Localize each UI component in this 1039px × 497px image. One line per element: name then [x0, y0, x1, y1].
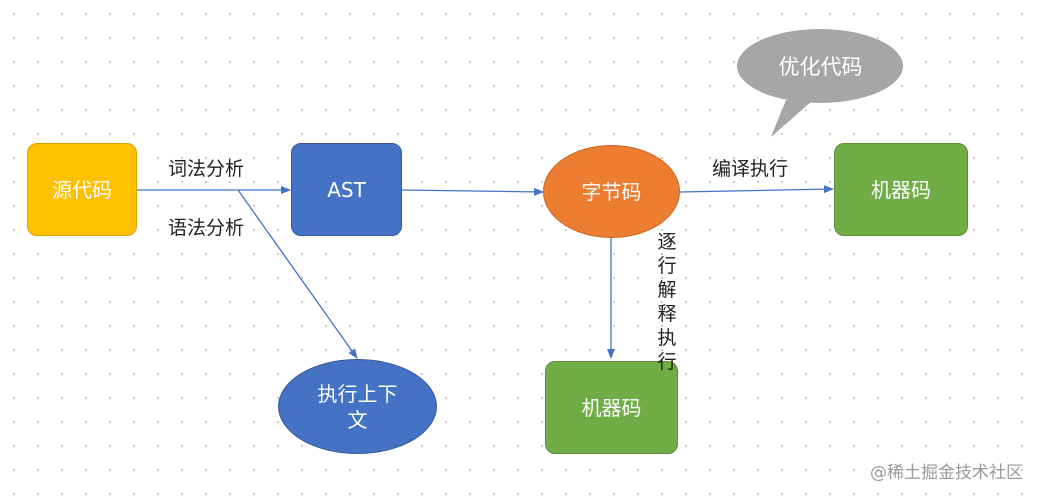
callout-optimize-code: 优化代码	[778, 55, 863, 79]
label-interpret-line-by-line: 逐行解释执行	[657, 231, 677, 373]
node-machine-code-top: 机器码	[834, 143, 968, 236]
watermark: @稀土掘金技术社区	[870, 463, 1023, 483]
node-bytecode: 字节码	[543, 145, 680, 238]
edge-bytecode-to-machine-code	[679, 185, 834, 194]
label-lexical-analysis: 词法分析	[168, 158, 245, 180]
callout-bubble	[737, 29, 903, 137]
node-ast: AST	[291, 143, 402, 236]
edge-source-to-context	[237, 189, 358, 359]
label-compile-execute: 编译执行	[712, 158, 789, 180]
node-source-code: 源代码	[27, 143, 137, 236]
node-machine-code-bottom: 机器码	[545, 361, 678, 454]
edge-ast-to-bytecode	[401, 187, 544, 196]
node-execution-context: 执行上下文	[278, 359, 437, 454]
label-syntax-analysis: 语法分析	[168, 217, 245, 239]
